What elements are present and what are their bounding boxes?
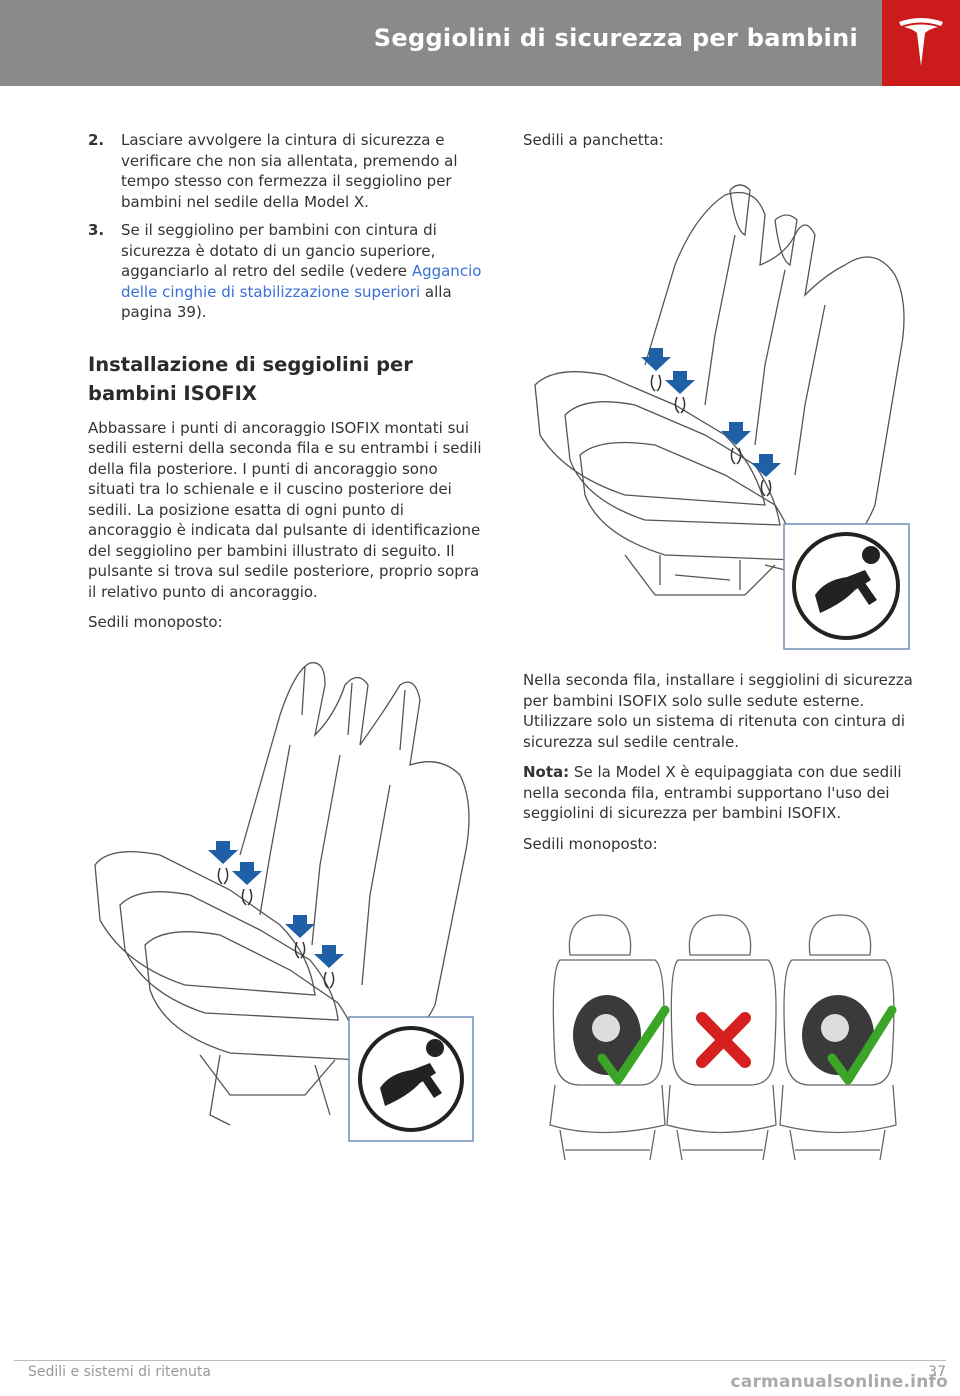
left-column: 2. Lasciare avvolgere la cintura di sicu…	[88, 130, 488, 643]
note-label: Nota:	[523, 763, 570, 781]
watermark: carmanualsonline.info	[730, 1372, 948, 1392]
footer-section: Sedili e sistemi di ritenuta	[28, 1364, 211, 1380]
single-seats-caption: Sedili monoposto:	[88, 613, 223, 631]
note-paragraph: Nota: Se la Model X è equipaggiata con d…	[523, 762, 923, 824]
header-title: Seggiolini di sicurezza per bambini	[373, 24, 858, 52]
cross-mark-center	[696, 1012, 751, 1068]
right-column: Sedili a panchetta:	[523, 130, 923, 161]
isofix-button-icon	[815, 546, 880, 613]
isofix-anchor-arrows	[641, 348, 781, 477]
single-seats-illustration	[94, 662, 474, 1142]
step-3: 3. Se il seggiolino per bambini con cint…	[88, 220, 488, 323]
second-row-front-view-illustration	[549, 914, 897, 1161]
isofix-button-icon-left	[380, 1039, 444, 1106]
isofix-paragraph: Abbassare i punti di ancoraggio ISOFIX m…	[88, 418, 482, 601]
isofix-anchor-arrows-left	[208, 841, 344, 968]
page-header: Seggiolini di sicurezza per bambini	[0, 0, 960, 86]
cross-reference-link[interactable]: Aggancio delle cinghie di stabilizzazion…	[121, 262, 482, 301]
section-title: Installazione di seggiolini per bambini …	[88, 352, 413, 405]
bench-seats-illustration	[534, 184, 910, 650]
page-number: 37	[928, 1364, 946, 1380]
step-text-suffix: alla pagina 39).	[121, 282, 452, 322]
seat-center	[666, 914, 777, 1161]
step-2: 2. Lasciare avvolgere la cintura di sicu…	[88, 130, 488, 212]
note-text: Se la Model X è equipaggiata con due sed…	[523, 763, 902, 822]
seat-right	[779, 914, 897, 1161]
tesla-logo-icon	[899, 18, 943, 66]
brand-logo	[882, 0, 960, 86]
check-mark-left	[597, 1005, 670, 1085]
step-text: Se il seggiolino per bambini con cintura…	[121, 221, 437, 280]
footer-divider	[14, 1360, 946, 1361]
step-number: 2.	[88, 131, 105, 149]
check-mark-right	[827, 1005, 897, 1085]
right-column-lower: Nella seconda fila, installare i seggiol…	[523, 670, 923, 864]
single-seats-caption-right: Sedili monoposto:	[523, 834, 658, 853]
step-number: 3.	[88, 221, 105, 239]
second-row-paragraph: Nella seconda fila, installare i seggiol…	[523, 671, 913, 751]
step-text: Lasciare avvolgere la cintura di sicurez…	[121, 131, 458, 211]
seat-left	[549, 914, 666, 1161]
bench-seats-caption: Sedili a panchetta:	[523, 131, 664, 149]
